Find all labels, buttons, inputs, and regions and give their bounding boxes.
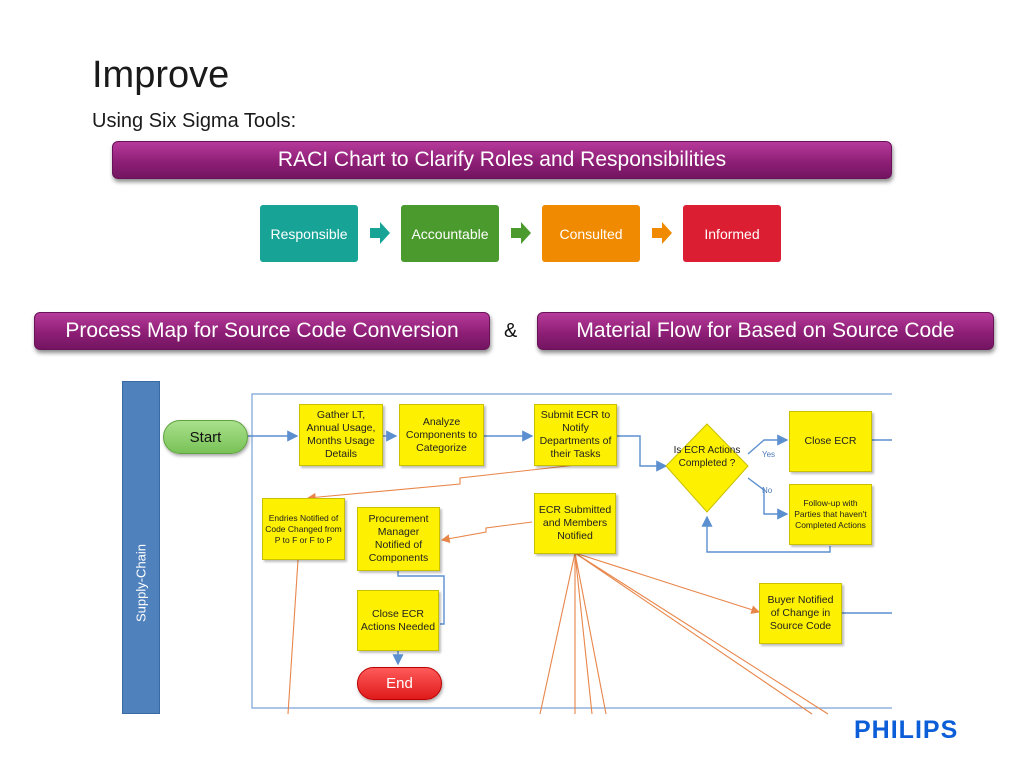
buyer-notified-box: Buyer Notified of Change in Source Code [759,583,842,644]
endries-notified-box: Endries Notified of Code Changed from P … [262,498,345,560]
submit-ecr-box: Submit ECR to Notify Departments of thei… [534,404,617,466]
follow-up-box: Follow-up with Parties that haven't Comp… [789,484,872,545]
arrow-right-icon [511,222,531,244]
ecr-submitted-box: ECR Submitted and Members Notified [534,493,616,554]
raci-consulted: Consulted [542,205,640,262]
no-label: No [762,486,773,495]
decision-diamond [665,423,749,513]
close-ecr-actions-box: Close ECR Actions Needed [357,590,439,651]
raci-informed: Informed [683,205,781,262]
analyze-components-box: Analyze Components to Categorize [399,404,484,466]
decision-label: Is ECR Actions Completed ? [673,445,741,469]
slide-title: Improve [92,54,230,96]
philips-logo: PHILIPS [854,716,959,744]
blue-flow-lines [246,430,892,666]
ampersand: & [504,320,518,342]
raci-banner: RACI Chart to Clarify Roles and Responsi… [112,141,892,179]
start-terminal: Start [163,420,248,454]
yes-label: Yes [762,450,776,459]
process-map-banner: Process Map for Source Code Conversion [34,312,490,350]
lane-frame [251,393,892,709]
raci-responsible: Responsible [260,205,358,262]
gather-details-box: Gather LT, Annual Usage, Months Usage De… [299,404,383,466]
orange-flow-lines [287,464,829,715]
raci-accountable: Accountable [401,205,499,262]
end-terminal: End [357,667,442,700]
arrow-right-icon [652,222,672,244]
slide-subtitle: Using Six Sigma Tools: [92,110,297,132]
material-flow-banner: Material Flow for Based on Source Code [537,312,994,350]
close-ecr-box: Close ECR [789,411,872,472]
arrow-right-icon [370,222,390,244]
procurement-notified-box: Procurement Manager Notified of Componen… [357,507,440,571]
swimlane-header [122,381,160,714]
